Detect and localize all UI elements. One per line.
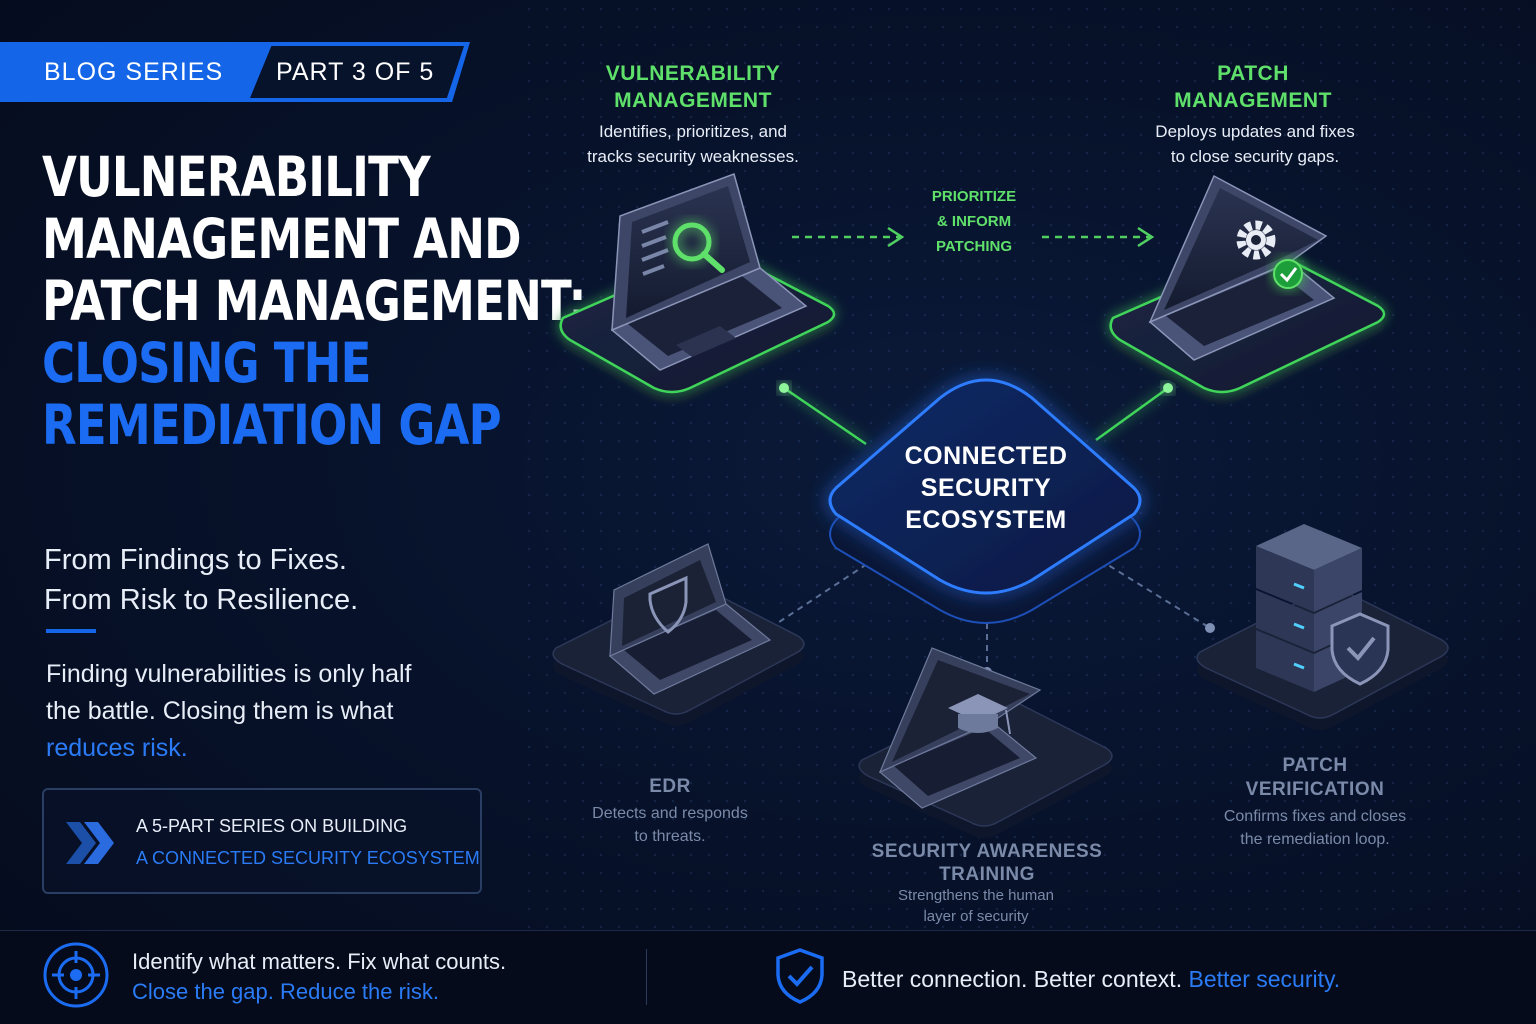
- flow-label-line-1: PRIORITIZE: [931, 188, 1017, 205]
- training-desc-line-2: layer of security: [923, 908, 1029, 925]
- hub-label-line-2: SECURITY: [920, 474, 1052, 502]
- flow-arrow-right: [1042, 226, 1155, 248]
- vuln-desc-line-1: Identifies, prioritizes, and: [598, 122, 788, 141]
- node-security-awareness-training[interactable]: [858, 647, 1113, 838]
- footer-left-line-1: Identify what matters. Fix what counts.: [132, 949, 507, 974]
- patch-desc-line-1: Deploys updates and fixes: [1155, 122, 1355, 141]
- flow-label: PRIORITIZE & INFORM PATCHING: [912, 184, 1036, 259]
- tagline-line-2: From Risk to Resilience.: [44, 584, 359, 616]
- title-line-5: REMEDIATION GAP: [42, 393, 502, 457]
- series-line-2: A CONNECTED SECURITY ECOSYSTEM: [136, 848, 480, 868]
- intro-highlight: reduces risk.: [46, 734, 188, 762]
- training-title: SECURITY AWARENESS TRAINING: [856, 840, 1118, 886]
- verification-title-line-2: VERIFICATION: [1245, 779, 1385, 800]
- accent-divider: [46, 629, 96, 633]
- training-title-line-1: SECURITY AWARENESS: [871, 841, 1103, 862]
- vuln-title-line-2: MANAGEMENT: [614, 89, 772, 112]
- vuln-title-line-1: VULNERABILITY: [605, 62, 781, 85]
- patch-title-line-1: PATCH: [1217, 62, 1289, 85]
- series-line-1: A 5-PART SERIES ON BUILDING: [136, 816, 408, 836]
- title-line-4: CLOSING THE: [42, 331, 371, 395]
- training-desc-line-1: Strengthens the human: [898, 887, 1054, 904]
- shield-check-icon: [776, 948, 824, 1004]
- patch-desc-line-2: to close security gaps.: [1170, 147, 1340, 166]
- flow-label-line-3: PATCHING: [935, 238, 1013, 255]
- hub-label: CONNECTED SECURITY ECOSYSTEM: [850, 440, 1122, 536]
- series-badge: BLOG SERIES PART 3 OF 5: [0, 42, 470, 102]
- footer-right-highlight: Better security.: [1188, 966, 1341, 992]
- intro-paragraph: Finding vulnerabilities is only half the…: [46, 656, 486, 767]
- footer-divider: [646, 949, 647, 1005]
- double-chevron-icon: [66, 822, 114, 864]
- intro-line-1: Finding vulnerabilities is only half: [46, 660, 412, 688]
- patch-description: Deploys updates and fixes to close secur…: [1110, 119, 1400, 169]
- title-line-1: VULNERABILITY: [42, 145, 431, 209]
- verification-title: PATCH VERIFICATION: [1204, 754, 1426, 802]
- node-patch-management[interactable]: [1109, 174, 1386, 404]
- series-callout: A 5-PART SERIES ON BUILDING A CONNECTED …: [42, 788, 482, 894]
- node-patch-verification[interactable]: [1196, 524, 1449, 730]
- node-vulnerability-management[interactable]: [559, 173, 836, 404]
- hub-label-line-3: ECOSYSTEM: [905, 506, 1067, 534]
- diagram-graphics: [552, 173, 1449, 838]
- hub-connected-security-ecosystem[interactable]: [828, 378, 1142, 624]
- footer-right-text: Better connection. Better context. Bette…: [842, 966, 1340, 993]
- connector-hub-verification: [1095, 555, 1215, 633]
- verification-desc-line-1: Confirms fixes and closes: [1223, 808, 1407, 825]
- flow-arrow-left: [792, 226, 905, 248]
- node-edr[interactable]: [552, 543, 805, 726]
- training-description: Strengthens the human layer of security: [866, 885, 1086, 927]
- vuln-desc-line-2: tracks security weaknesses.: [587, 147, 799, 166]
- edr-title: EDR: [649, 776, 691, 797]
- badge-series-label: BLOG SERIES: [44, 58, 224, 86]
- verification-description: Confirms fixes and closes the remediatio…: [1194, 805, 1436, 851]
- edr-description: Detects and responds to threats.: [560, 802, 780, 848]
- badge-part-label: PART 3 OF 5: [276, 58, 435, 86]
- ecosystem-diagram: CONNECTED SECURITY ECOSYSTEM PRIORITIZE …: [550, 60, 1449, 927]
- edr-desc-line-1: Detects and responds: [592, 805, 748, 822]
- tagline-line-1: From Findings to Fixes.: [44, 544, 347, 576]
- patch-title-line-2: MANAGEMENT: [1174, 89, 1332, 112]
- footer-right-plain: Better connection. Better context.: [842, 966, 1189, 992]
- target-icon: [43, 942, 109, 1008]
- edr-desc-line-2: to threats.: [634, 828, 706, 845]
- footer: Identify what matters. Fix what counts. …: [0, 930, 1536, 1024]
- vuln-description: Identifies, prioritizes, and tracks secu…: [550, 119, 836, 169]
- flow-label-line-2: & INFORM: [936, 213, 1012, 230]
- patch-title: PATCH MANAGEMENT: [1120, 60, 1386, 114]
- tagline: From Findings to Fixes. From Risk to Res…: [44, 540, 358, 620]
- connector-patch-hub: [1095, 383, 1173, 442]
- connector-vuln-hub: [779, 383, 867, 446]
- verification-title-line-1: PATCH: [1282, 755, 1348, 776]
- verification-desc-line-2: the remediation loop.: [1240, 831, 1390, 848]
- footer-left-line-2: Close the gap. Reduce the risk.: [132, 979, 439, 1004]
- training-title-line-2: TRAINING: [939, 864, 1035, 885]
- vuln-title: VULNERABILITY MANAGEMENT: [560, 60, 826, 114]
- hub-label-line-1: CONNECTED: [904, 442, 1068, 470]
- intro-line-2: the battle. Closing them is what: [46, 697, 394, 725]
